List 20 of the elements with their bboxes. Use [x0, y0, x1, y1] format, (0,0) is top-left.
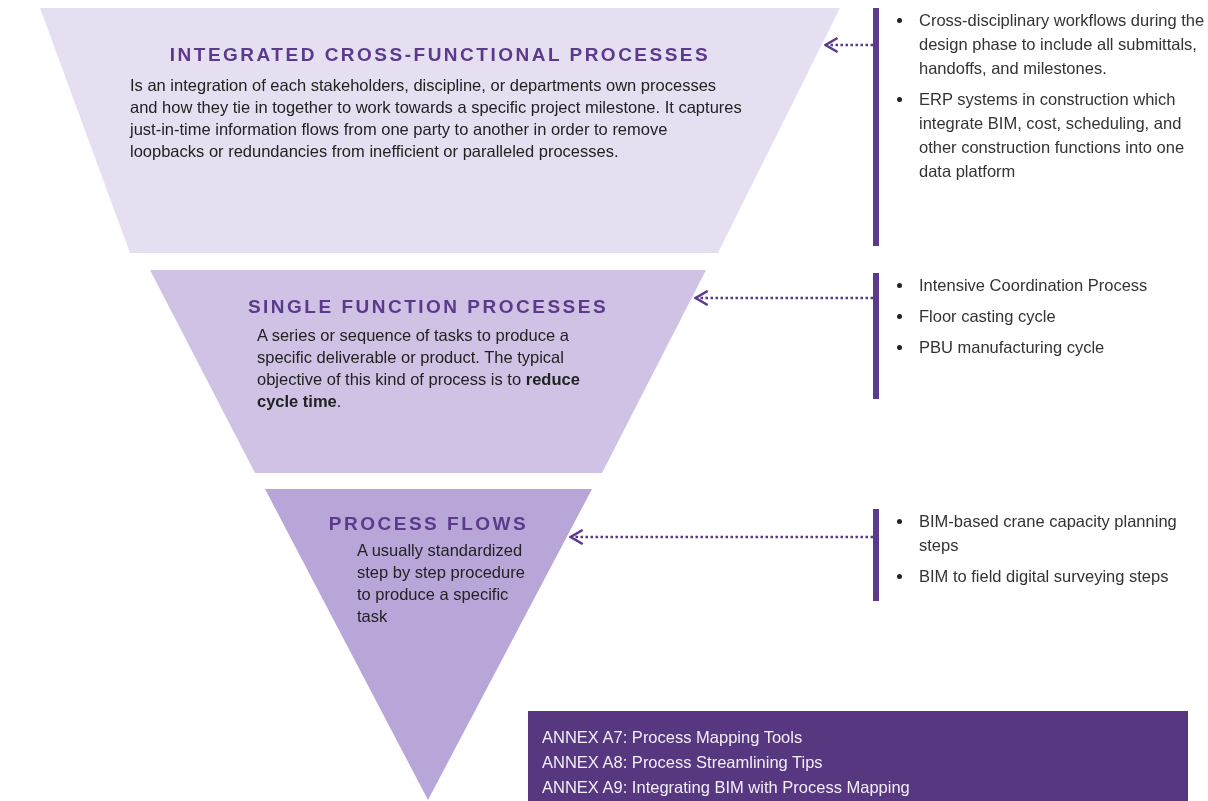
level-description: Is an integration of each stakeholders, discipline, or departments own processes and how they tie in together to work towards a specific project milestone. It captures just-in-time information flows from one party to another in order to remove loopbacks or redundancies from inefficient or paralleled processes. — [130, 75, 742, 162]
bullet-item: Floor casting cycle — [919, 304, 1208, 328]
bullet-item: Intensive Coordination Process — [919, 273, 1208, 297]
annex-panel — [528, 711, 1188, 801]
bullet-item: PBU manufacturing cycle — [919, 335, 1208, 359]
dotted-arrow — [569, 528, 873, 546]
bullet-item: Cross-disciplinary workflows during the design phase to include all submittals, handoffs, and milestones. — [919, 8, 1208, 80]
annex-reference: ANNEX A7: Process Mapping Tools — [542, 727, 804, 748]
bullet-item: BIM-based crane capacity planning steps — [919, 509, 1208, 557]
dotted-arrow — [824, 36, 873, 54]
bullet-item: BIM to field digital surveying steps — [919, 564, 1208, 588]
level-heading: SINGLE FUNCTION PROCESSES — [247, 296, 609, 318]
level-heading: INTEGRATED CROSS-FUNCTIONAL PROCESSES — [169, 44, 711, 66]
bullet-item: ERP systems in construction which integrate BIM, cost, scheduling, and other construction functions into one data platform — [919, 87, 1208, 183]
dotted-arrow — [694, 289, 873, 307]
level-heading: PROCESS FLOWS — [328, 513, 529, 535]
level-description: A series or sequence of tasks to produce a specific deliverable or product. The typical objective of this kind of process is to reduce cycle time. — [257, 325, 581, 412]
level-description: A usually standardized step by step procedure to produce a specific task — [357, 540, 526, 627]
annex-reference: ANNEX A9: Integrating BIM with Process Mapping — [542, 777, 911, 798]
annex-reference: ANNEX A8: Process Streamlining Tips — [542, 752, 824, 773]
